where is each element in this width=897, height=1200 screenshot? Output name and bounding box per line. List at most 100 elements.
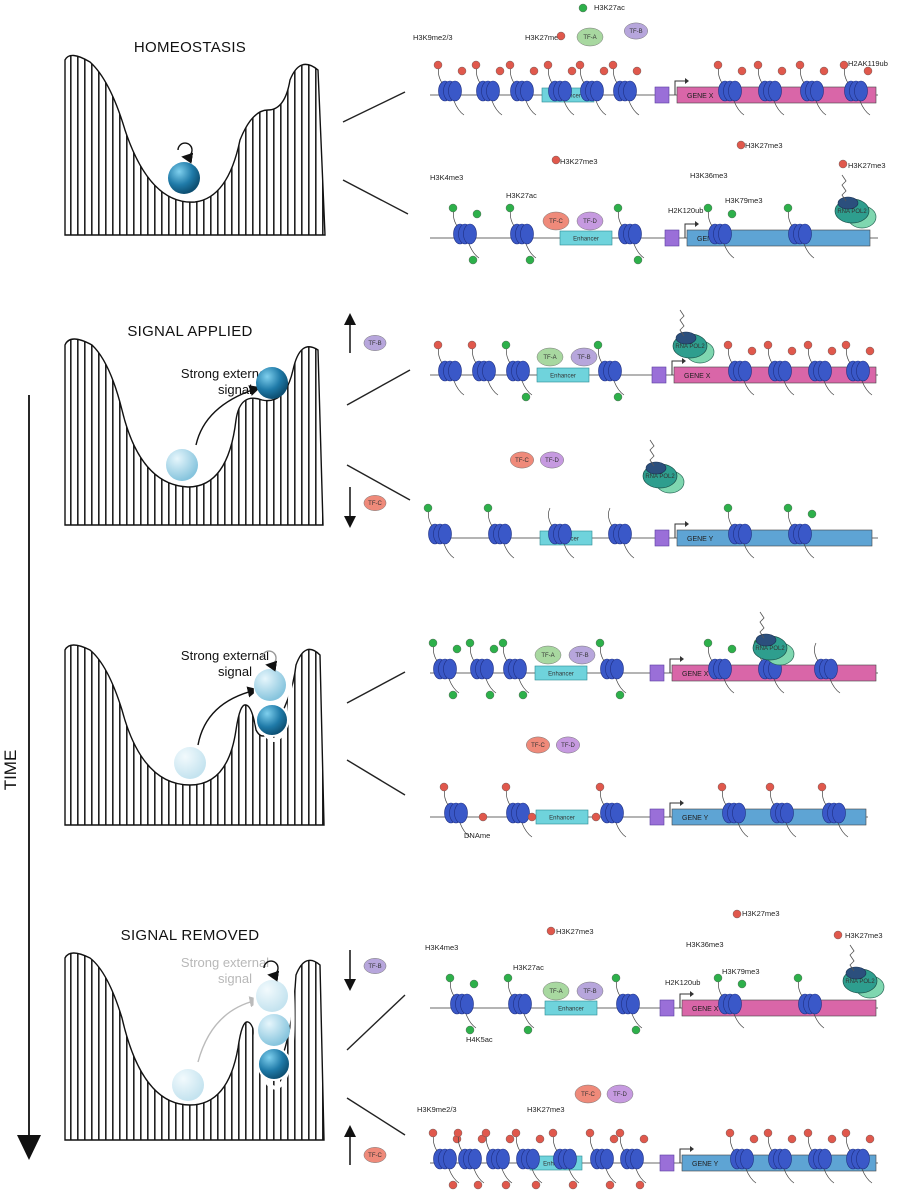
- histone-disc: [480, 658, 494, 680]
- mark-label-h3k27ac: H3K27ac: [594, 3, 625, 12]
- histone-disc: [443, 658, 457, 680]
- histone-tail: [829, 678, 841, 694]
- histone-tail: [859, 100, 871, 116]
- time-axis: TIME: [1, 395, 41, 1160]
- tf-label: TF-B: [629, 29, 642, 35]
- tf-level-indicator: TF-B: [344, 313, 387, 353]
- repressive-mark: [865, 1134, 875, 1144]
- tss-arrow: [679, 993, 690, 1008]
- repressive-mark: [833, 930, 843, 940]
- tf-blob: [363, 1147, 387, 1163]
- repressive-mark: [635, 1180, 645, 1190]
- histone-disc: [558, 523, 572, 545]
- histone-tail: [448, 678, 460, 694]
- repressive-mark: [527, 812, 537, 822]
- active-mark: [468, 255, 478, 265]
- active-mark: [727, 644, 737, 654]
- gene-label: GENE X: [684, 373, 711, 380]
- enhancer-box: [536, 367, 590, 383]
- histone-tail: [468, 243, 480, 259]
- polymerase-subunit: [845, 966, 867, 980]
- active-mark: [783, 203, 793, 213]
- nucleosome: [470, 642, 497, 694]
- active-mark: [723, 503, 733, 513]
- histone-disc: [518, 993, 532, 1015]
- mark-label-h2k120ub: H2K120ub: [668, 206, 703, 215]
- cell-state-ball: [174, 747, 206, 779]
- repressive-mark: [736, 140, 746, 150]
- cell-state-ball: [256, 980, 288, 1012]
- tss-arrow: [679, 1148, 690, 1163]
- nucleosome: [613, 64, 640, 116]
- nucleosome: [506, 786, 533, 838]
- repressive-mark: [471, 60, 481, 70]
- nucleosome: [728, 507, 755, 559]
- histone-disc: [558, 80, 572, 102]
- histone-tail: [525, 100, 537, 116]
- connector-line: [346, 759, 406, 796]
- rna-strand: [849, 944, 855, 972]
- histone-disc: [516, 802, 530, 824]
- active-mark: [465, 638, 475, 648]
- repressive-mark: [575, 60, 585, 70]
- histone-tail: [568, 1168, 580, 1184]
- histone-tail: [485, 678, 497, 694]
- repressive-mark: [585, 1128, 595, 1138]
- tss-arrowhead: [695, 221, 699, 227]
- tf-label: TF-C: [531, 743, 545, 749]
- tf-c: TF-C: [510, 451, 534, 469]
- repressive-mark: [448, 1180, 458, 1190]
- nucleosome: [438, 344, 465, 396]
- nucleosome: [458, 1132, 485, 1184]
- histone-disc: [526, 1148, 540, 1170]
- gene-label: GENE Y: [692, 1161, 719, 1168]
- histone-disc: [718, 658, 732, 680]
- histone-tail: [723, 678, 735, 694]
- repressive-mark: [608, 60, 618, 70]
- signal-arrow: [197, 686, 259, 746]
- landscape-surface: [64, 54, 326, 236]
- histone-tail: [608, 507, 613, 527]
- nucleosome: [846, 344, 873, 396]
- repressive-mark: [595, 782, 605, 792]
- active-mark: [523, 1025, 533, 1035]
- histone-tail: [465, 1013, 477, 1029]
- repressive-mark: [439, 782, 449, 792]
- histone-tail: [633, 243, 645, 259]
- nucleosome: [553, 1132, 580, 1184]
- active-mark: [428, 638, 438, 648]
- rna-strand: [649, 439, 655, 467]
- promoter-box: [651, 366, 667, 384]
- enhancer-box: [559, 230, 613, 246]
- tf-blob: [576, 981, 604, 1001]
- repressive-mark: [723, 340, 733, 350]
- histone-tail: [518, 678, 530, 694]
- histone-disc: [618, 523, 632, 545]
- repressive-mark: [787, 1134, 797, 1144]
- histone-tail: [743, 543, 755, 559]
- mark-label-h3k27ac: H3K27ac: [513, 963, 544, 972]
- histone-tail: [487, 380, 499, 396]
- histone-tail: [737, 822, 749, 838]
- repressive-mark: [599, 66, 609, 76]
- histone-disc: [610, 658, 624, 680]
- histone-tail: [733, 100, 745, 116]
- histone-tail: [814, 642, 819, 662]
- repressive-mark: [795, 60, 805, 70]
- nucleosome: [608, 507, 635, 559]
- tf-label: TF-A: [583, 35, 596, 41]
- mark-label-h3k27ac: H3K27ac: [506, 191, 537, 200]
- repressive-mark: [477, 1134, 487, 1144]
- histone-tail: [548, 507, 553, 527]
- histone-tail: [861, 1168, 873, 1184]
- polymerase-label: RNA POL2: [837, 209, 867, 215]
- tf-blob: [606, 1084, 634, 1104]
- nucleosome: [800, 64, 827, 116]
- histone-disc: [780, 802, 794, 824]
- active-mark: [703, 638, 713, 648]
- histone-tail: [473, 1168, 485, 1184]
- gene-label: GENE X: [692, 1006, 719, 1013]
